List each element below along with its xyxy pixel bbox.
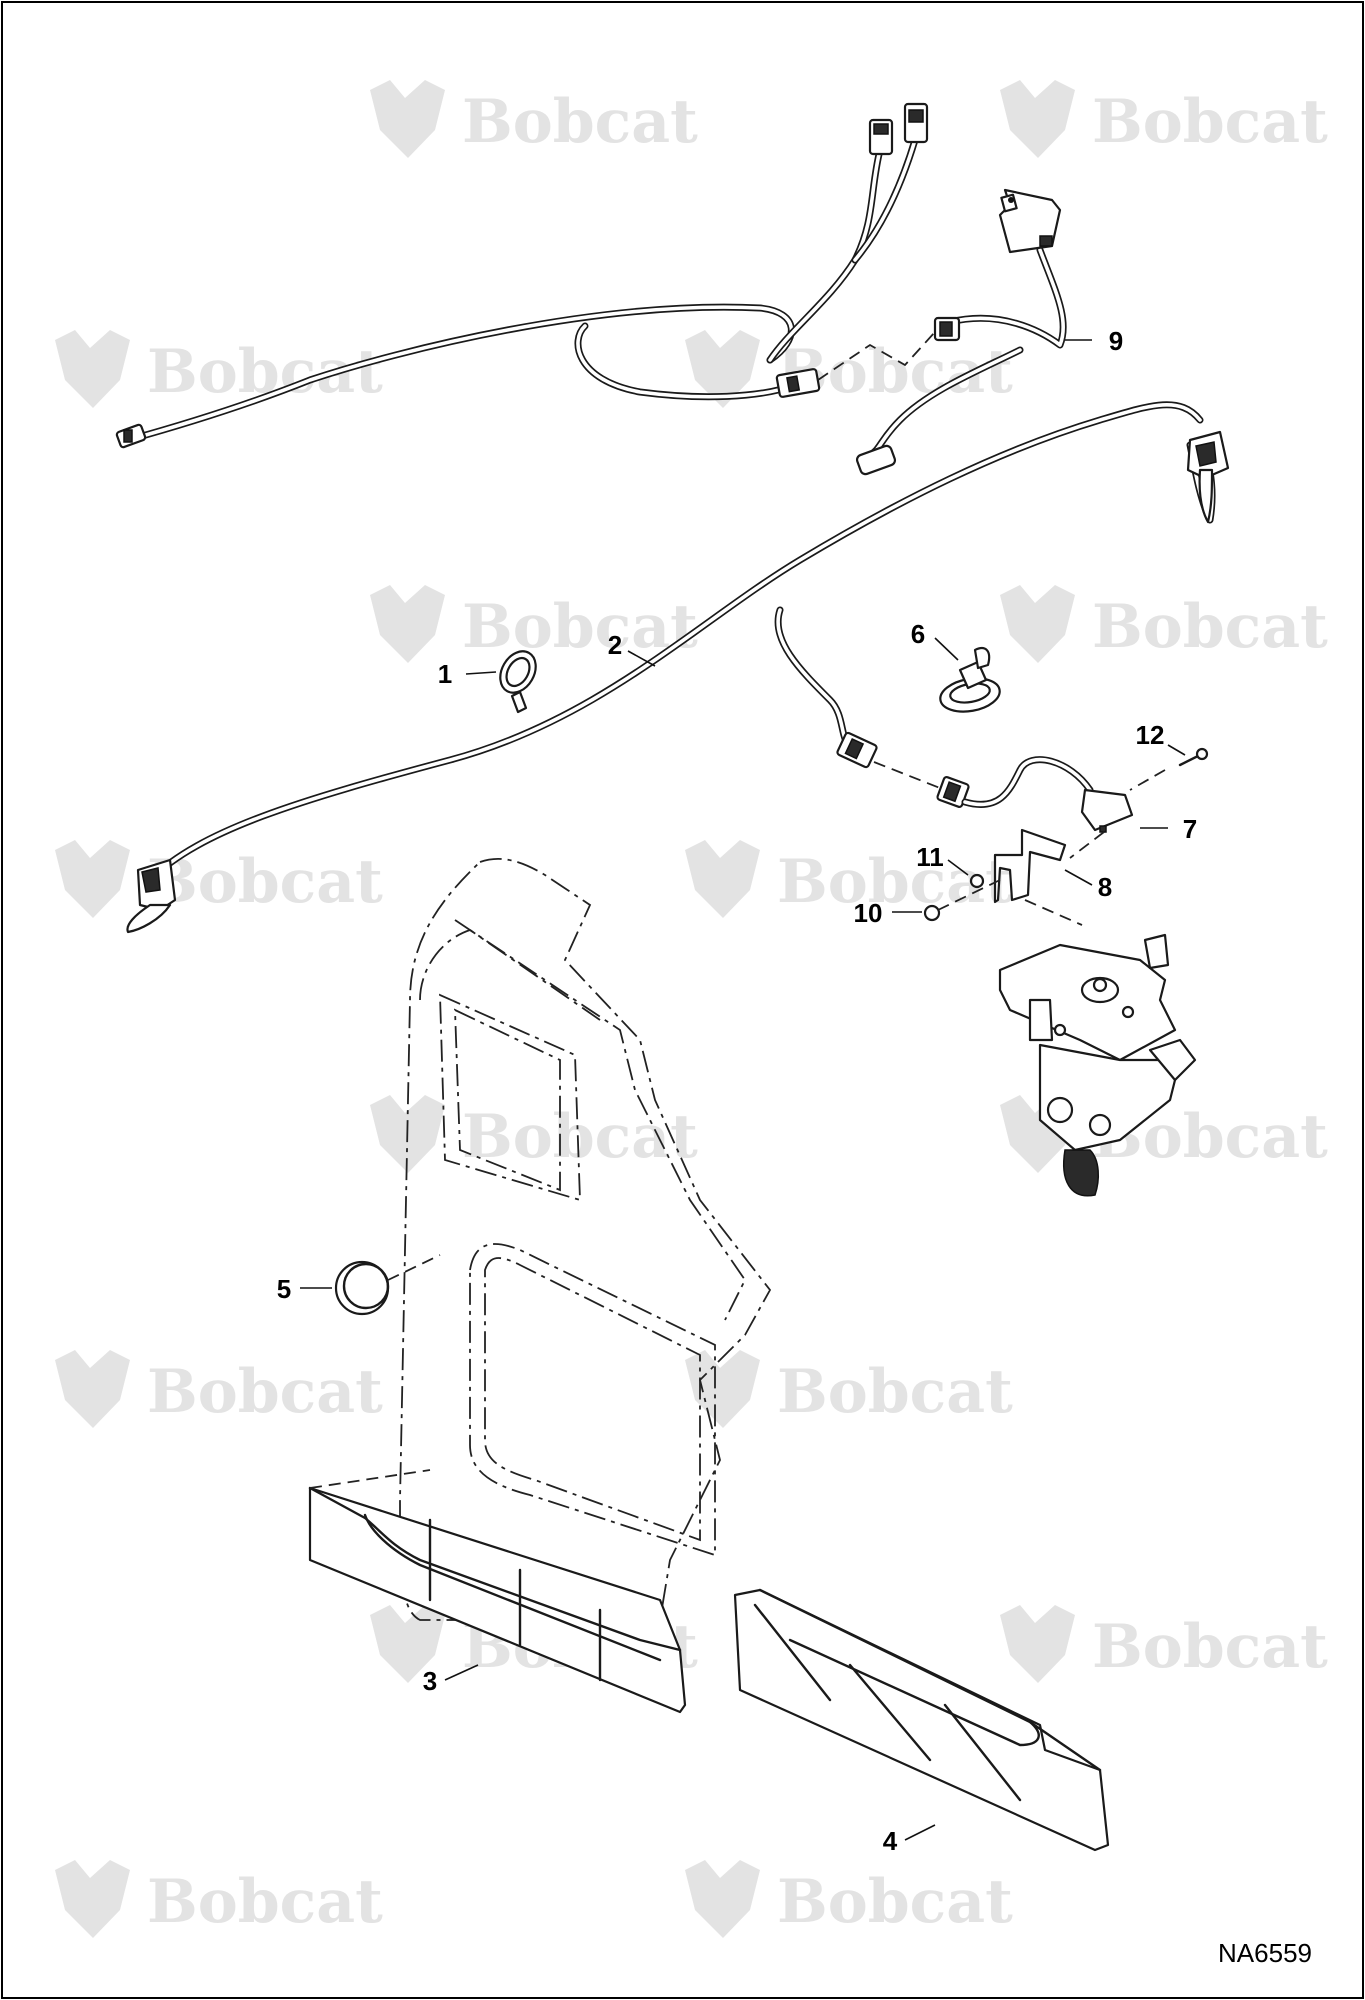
bobcat-logo-icon: [370, 1605, 445, 1683]
watermark: Bobcat: [370, 585, 698, 663]
bobcat-logo-icon: [1000, 1605, 1075, 1683]
callout-10: 10: [854, 898, 883, 928]
callout-6: 6: [911, 619, 925, 649]
leader-lines: [300, 339, 1186, 1841]
watermark: Bobcat: [55, 840, 383, 918]
watermark: Bobcat: [685, 840, 1013, 918]
hose-clamp: [939, 647, 1001, 713]
watermark: Bobcat: [370, 1095, 698, 1173]
relay: [998, 188, 1062, 254]
callout-9: 9: [1109, 326, 1123, 356]
watermark-text: Bobcat: [777, 1357, 1013, 1427]
watermark-text: Bobcat: [1092, 87, 1328, 157]
bobcat-logo-icon: [1000, 80, 1075, 158]
callout-2: 2: [608, 630, 622, 660]
tie-strap: [499, 650, 537, 714]
watermark: Bobcat: [1000, 80, 1328, 158]
callout-3: 3: [423, 1666, 437, 1696]
watermark-text: Bobcat: [462, 87, 698, 157]
bobcat-logo-icon: [55, 1350, 130, 1428]
watermark-text: Bobcat: [147, 1357, 383, 1427]
bobcat-logo-icon: [370, 80, 445, 158]
watermark-text: Bobcat: [462, 1102, 698, 1172]
watermark: Bobcat: [55, 1350, 383, 1428]
watermark: Bobcat: [55, 1860, 383, 1938]
bobcat-logo-icon: [55, 840, 130, 918]
watermark-text: Bobcat: [147, 847, 383, 917]
plug-grommet: [334, 1254, 441, 1316]
callout-7: 7: [1183, 814, 1197, 844]
callout-12: 12: [1136, 720, 1165, 750]
relay-harness: [115, 102, 1067, 476]
watermark: Bobcat: [1000, 585, 1328, 663]
watermark-text: Bobcat: [1092, 592, 1328, 662]
callout-5: 5: [277, 1274, 291, 1304]
callout-1: 1: [438, 659, 452, 689]
bobcat-logo-icon: [1000, 585, 1075, 663]
callout-8: 8: [1098, 872, 1112, 902]
bobcat-logo-icon: [55, 1860, 130, 1938]
door-phantom: [399, 858, 772, 1621]
watermark-text: Bobcat: [462, 592, 698, 662]
watermark-text: Bobcat: [1092, 1612, 1328, 1682]
watermark: Bobcat: [1000, 1605, 1328, 1683]
latch-mechanism: [998, 933, 1197, 1197]
figure-code: NA6559: [1218, 1938, 1312, 1968]
bobcat-logo-icon: [685, 840, 760, 918]
bobcat-logo-icon: [685, 1350, 760, 1428]
watermark: Bobcat: [685, 1860, 1013, 1938]
trim-panel-left: [308, 1469, 687, 1714]
switch-assembly: [873, 747, 1209, 926]
callout-11: 11: [916, 842, 944, 872]
main-harness: [126, 401, 1230, 934]
watermark-text: Bobcat: [777, 1867, 1013, 1937]
watermark: Bobcat: [685, 1350, 1013, 1428]
trim-panel-right: [733, 1588, 1110, 1852]
bobcat-logo-icon: [55, 330, 130, 408]
watermark: Bobcat: [370, 80, 698, 158]
watermark-text: Bobcat: [147, 1867, 383, 1937]
callout-4: 4: [883, 1826, 898, 1856]
callout-labels: 1 2 3 4 5 6 7 8 9 10 11 12: [277, 326, 1197, 1856]
bobcat-logo-icon: [685, 1860, 760, 1938]
bobcat-logo-icon: [370, 585, 445, 663]
bobcat-logo-icon: [685, 330, 760, 408]
